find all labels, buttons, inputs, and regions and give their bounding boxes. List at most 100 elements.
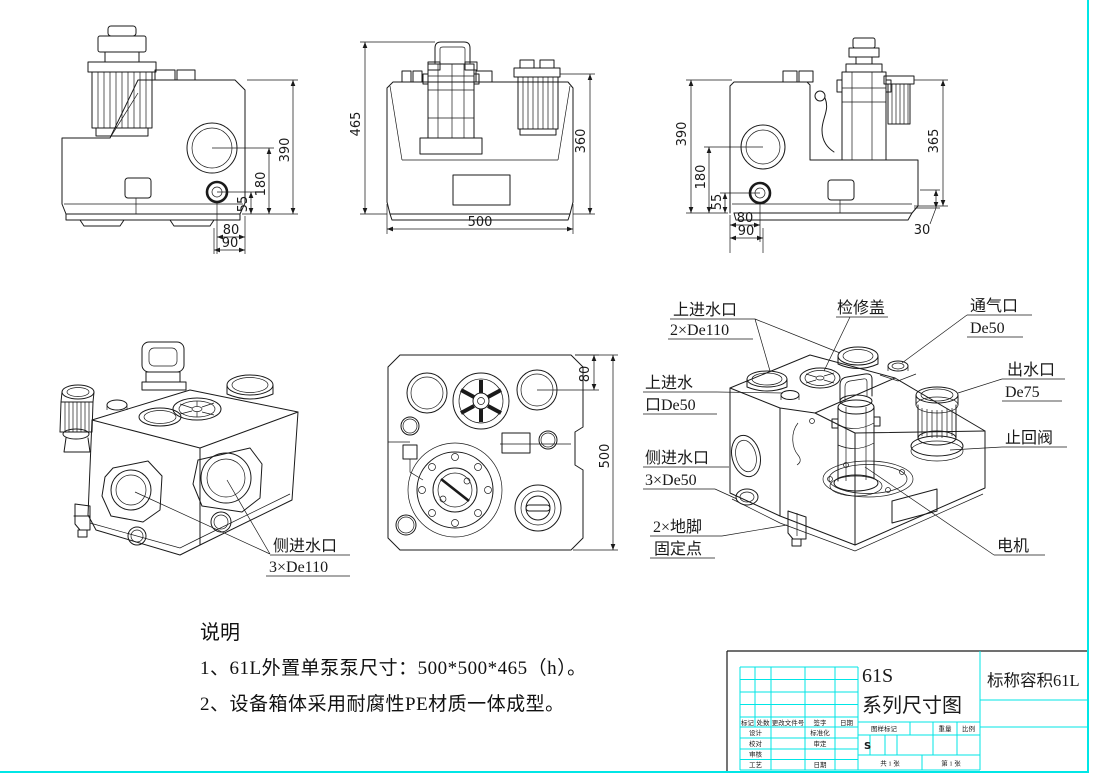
top-inlet-110-label-line2: 2×De110 <box>670 322 729 339</box>
dim-500-text: 500 <box>598 444 613 469</box>
outlet-assembly <box>910 386 964 462</box>
callout-inspection-cover: 检修盖 <box>823 299 888 372</box>
tank-top-outline <box>387 354 584 551</box>
rev-col-mark: 标记 <box>741 718 755 727</box>
view-side-a-svg: 390 180 55 80 90 <box>61 25 298 254</box>
tank-body <box>73 389 299 556</box>
dimension-180: 180 <box>212 147 274 214</box>
view-side-a: 390 180 55 80 90 <box>50 18 310 268</box>
rev-col-doc: 更改文件号 <box>772 718 805 727</box>
dimension-500: 500 <box>386 204 574 234</box>
dimension-80-90: 80 90 <box>213 202 246 254</box>
dimension-55: 55 <box>710 192 760 213</box>
motor-label: 电机 <box>997 537 1029 555</box>
side-inlet-callout: 侧进水口 3×De110 <box>134 479 350 577</box>
rev-col-sign: 签字 <box>814 718 828 727</box>
tank-outline <box>386 70 574 221</box>
revision-table: 标记 处数 更改文件号 签字 日期 设计 标准化 校对 审定 审核 工艺 日期 <box>739 666 980 771</box>
dim-90-text: 90 <box>738 224 755 239</box>
sheet-frame-right <box>1087 0 1089 773</box>
anchor-label-line1: 2×地脚 <box>653 518 702 536</box>
inspection-cover-label: 检修盖 <box>837 299 885 317</box>
view-iso-labeled: 上进水口 2×De110 检修盖 通气口 De50 上进水 口De50 出水口 … <box>640 293 1100 603</box>
row-process-label: 工艺 <box>749 761 763 769</box>
front-bosses <box>101 447 263 546</box>
dim-90-text: 90 <box>222 236 239 251</box>
side-inlet-ports <box>740 124 786 205</box>
row-date-label: 日期 <box>814 761 828 769</box>
title-block: 标记 处数 更改文件号 签字 日期 设计 标准化 校对 审定 审核 工艺 日期 … <box>726 650 1088 772</box>
title-block-svg: 标记 处数 更改文件号 签字 日期 设计 标准化 校对 审定 审核 工艺 日期 … <box>726 650 1088 772</box>
nominal-volume-area: 标称容积61L <box>980 671 1088 728</box>
view-side-b-svg: 390 180 55 80 90 365 30 <box>675 37 948 253</box>
inspection-cover-wheel <box>452 372 510 430</box>
notes-block: 说明 1、61L外置单泵泵尺寸：500*500*465（h）。 2、设备箱体采用… <box>200 616 587 725</box>
internal-pump <box>814 37 915 161</box>
view-iso-left-svg: 侧进水口 3×De110 <box>59 341 350 577</box>
submersible-pump <box>829 373 883 497</box>
top-inlet-110-label-line1: 上进水口 <box>673 301 737 319</box>
rev-col-date: 日期 <box>840 719 854 727</box>
dim-365-text: 365 <box>927 129 942 154</box>
motor <box>513 59 561 136</box>
dim-80-text: 80 <box>578 366 593 383</box>
callout-top-inlet-110: 上进水口 2×De110 <box>668 301 841 372</box>
row-review-label: 审核 <box>749 750 763 759</box>
dimension-465: 465 <box>349 41 435 215</box>
outlet-label-line2: De75 <box>1005 384 1040 401</box>
title-block-border <box>726 650 1088 772</box>
dimension-500: 500 <box>573 354 618 551</box>
side-inlet-label-line2: 3×De110 <box>269 559 328 576</box>
dim-180-text: 180 <box>694 165 709 190</box>
notes-line-1: 1、61L外置单泵泵尺寸：500*500*465（h）。 <box>200 658 587 679</box>
sheets-total: 共 1 张 <box>880 759 900 768</box>
rev-col-count: 处数 <box>757 718 771 727</box>
stamp-label: 图样标记 <box>871 724 898 733</box>
sheet-number: 第 1 张 <box>941 759 961 768</box>
dimension-390: 390 <box>675 79 732 214</box>
view-top: 80 500 <box>375 332 625 577</box>
view-top-svg: 80 500 <box>387 354 618 551</box>
dim-55-text: 55 <box>236 196 251 213</box>
dim-55-text: 55 <box>710 194 725 211</box>
sheet-frame-bottom <box>0 771 1089 773</box>
row-design-label: 设计 <box>749 728 763 737</box>
dim-360-text: 360 <box>574 129 589 154</box>
outlet-label-line1: 出水口 <box>1007 361 1055 379</box>
view-iso-left: 侧进水口 3×De110 <box>30 320 365 610</box>
nominal-volume: 标称容积61L <box>987 671 1080 690</box>
notes-heading: 说明 <box>200 622 240 644</box>
dimension-55: 55 <box>217 191 256 214</box>
callout-check-valve: 止回阀 <box>949 429 1067 451</box>
weight-label: 重量 <box>939 725 953 733</box>
side-inlet-50-label-line2: 3×De50 <box>645 472 697 489</box>
notes-line-2: 2、设备箱体采用耐腐性PE材质一体成型。 <box>200 694 565 715</box>
pump-tower <box>419 63 483 155</box>
side-ports <box>730 434 762 506</box>
callout-side-inlet-50: 侧进水口 3×De50 <box>643 449 738 500</box>
callout-vent: 通气口 De50 <box>901 297 1032 364</box>
side-inlet-ports <box>124 122 238 214</box>
dim-390-text: 390 <box>278 138 293 163</box>
view-iso-labeled-svg: 上进水口 2×De110 检修盖 通气口 De50 上进水 口De50 出水口 … <box>643 297 1067 559</box>
callout-motor: 电机 <box>864 466 1045 556</box>
dim-180-text: 180 <box>254 172 269 197</box>
dimension-360: 360 <box>560 73 595 215</box>
row-approve-label: 审定 <box>814 739 828 748</box>
outlet-connector <box>514 484 562 532</box>
dim-30-text: 30 <box>914 223 931 238</box>
dimension-30: 30 <box>914 189 940 238</box>
vent-label-line2: De50 <box>970 320 1005 337</box>
series-title-line2: 系列尺寸图 <box>862 694 962 717</box>
pump-flange <box>407 442 503 538</box>
callout-anchor-points: 2×地脚 固定点 <box>650 518 788 559</box>
view-front-svg: 465 360 500 <box>349 41 595 234</box>
dimension-80-90: 80 90 <box>729 203 764 253</box>
tank-body <box>729 354 986 552</box>
scale-label: 比例 <box>962 724 975 733</box>
side-inlet-label-line1: 侧进水口 <box>273 537 337 555</box>
anchor-label-line2: 固定点 <box>654 540 702 558</box>
motor <box>87 25 157 137</box>
handle <box>141 341 187 391</box>
